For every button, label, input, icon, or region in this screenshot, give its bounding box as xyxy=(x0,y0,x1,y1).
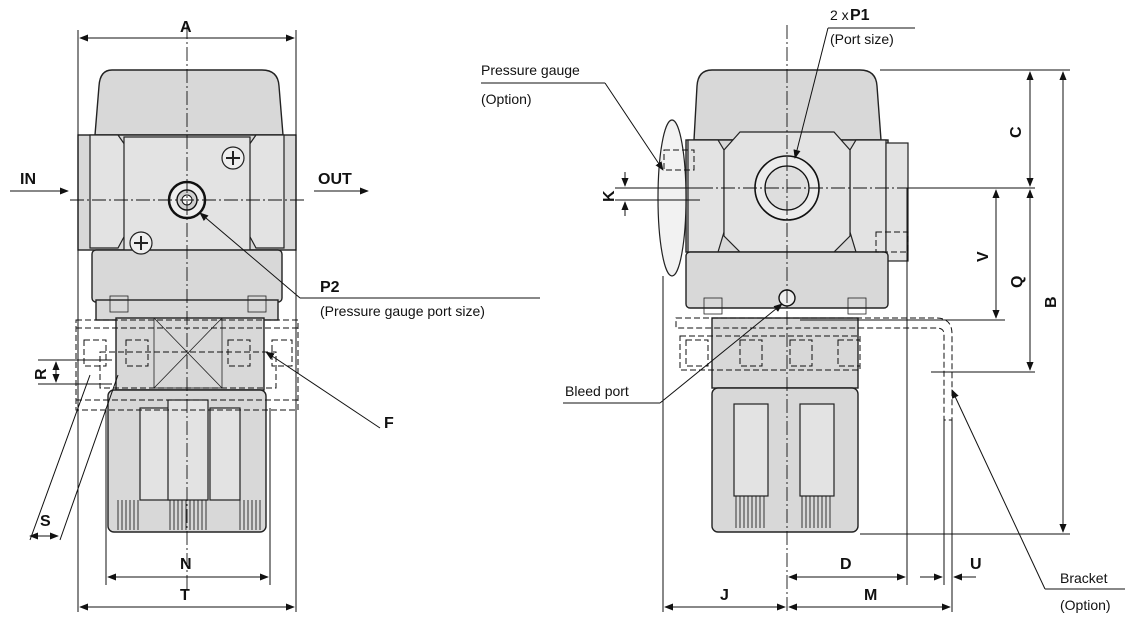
dim-t-label: T xyxy=(180,587,190,604)
dim-q-label: Q xyxy=(1009,276,1026,288)
side-left-boss xyxy=(687,139,725,253)
dim-m-label: M xyxy=(864,587,877,604)
s-ext-left xyxy=(29,374,91,541)
p1-leader xyxy=(793,27,829,159)
front-view xyxy=(70,25,305,612)
p2-desc: (Pressure gauge port size) xyxy=(320,303,485,319)
front-left-port-boss xyxy=(89,134,126,249)
dim-k-label: K xyxy=(601,190,618,202)
p2-leader xyxy=(199,212,301,299)
pressure-gauge-label: Pressure gauge xyxy=(481,62,580,78)
side-top-cap xyxy=(693,69,882,141)
bracket-option: (Option) xyxy=(1060,597,1111,613)
front-top-cap xyxy=(94,69,284,136)
bleed-port-leader xyxy=(659,303,783,404)
dim-j-label: J xyxy=(720,587,729,604)
bracket-leader xyxy=(951,389,1046,590)
dim-v-label: V xyxy=(975,251,992,262)
p2-label: P2 xyxy=(320,279,340,296)
side-knob-window-left xyxy=(733,403,769,497)
dim-u-label: U xyxy=(970,556,982,573)
dim-n-label: N xyxy=(180,556,192,573)
p1-label: P1 xyxy=(850,7,870,24)
side-pressure-gauge-option xyxy=(657,119,909,277)
pressure-gauge-option: (Option) xyxy=(481,91,532,107)
front-bolt-recess-right xyxy=(247,295,267,313)
dim-c-label: C xyxy=(1008,126,1025,138)
side-right-flange xyxy=(885,142,909,262)
front-right-port-boss xyxy=(248,134,285,249)
front-nut-cross xyxy=(153,317,223,389)
pressure-gauge-leader xyxy=(604,82,664,171)
front-knob-window-right xyxy=(209,407,241,501)
front-screw-bottom-left xyxy=(129,231,153,255)
side-right-boss xyxy=(849,139,887,253)
front-bonnet-nut xyxy=(115,317,265,391)
dim-s-label: S xyxy=(40,513,51,530)
f-label: F xyxy=(384,415,394,432)
f-leader xyxy=(265,351,381,429)
dim-b-label: B xyxy=(1043,296,1060,308)
front-dimensions: A IN OUT P2 (Pressure gauge port size) R… xyxy=(10,19,540,611)
dim-a-label: A xyxy=(180,19,192,36)
front-knob-ridges xyxy=(117,500,261,530)
side-view xyxy=(655,25,953,612)
dim-r-label: R xyxy=(33,368,50,380)
front-knob-window-left xyxy=(139,407,171,501)
side-dimensions: 2 x P1 (Port size) Pressure gauge (Optio… xyxy=(481,7,1125,613)
bracket-label: Bracket xyxy=(1060,570,1108,586)
in-label: IN xyxy=(20,171,36,188)
s-ext-right xyxy=(59,374,119,541)
out-label: OUT xyxy=(318,171,352,188)
bleed-port-label: Bleed port xyxy=(565,383,629,399)
p1-prefix: 2 x xyxy=(830,7,849,23)
front-knob-center xyxy=(167,399,209,501)
side-knob-window-right xyxy=(799,403,835,497)
dim-d-label: D xyxy=(840,556,852,573)
side-bolt-recess-left xyxy=(703,297,723,315)
p1-desc: (Port size) xyxy=(830,31,894,47)
front-bolt-recess-left xyxy=(109,295,129,313)
side-bolt-recess-right xyxy=(847,297,867,315)
front-screw-top-right xyxy=(221,146,245,170)
side-knob-ridges xyxy=(735,496,831,528)
